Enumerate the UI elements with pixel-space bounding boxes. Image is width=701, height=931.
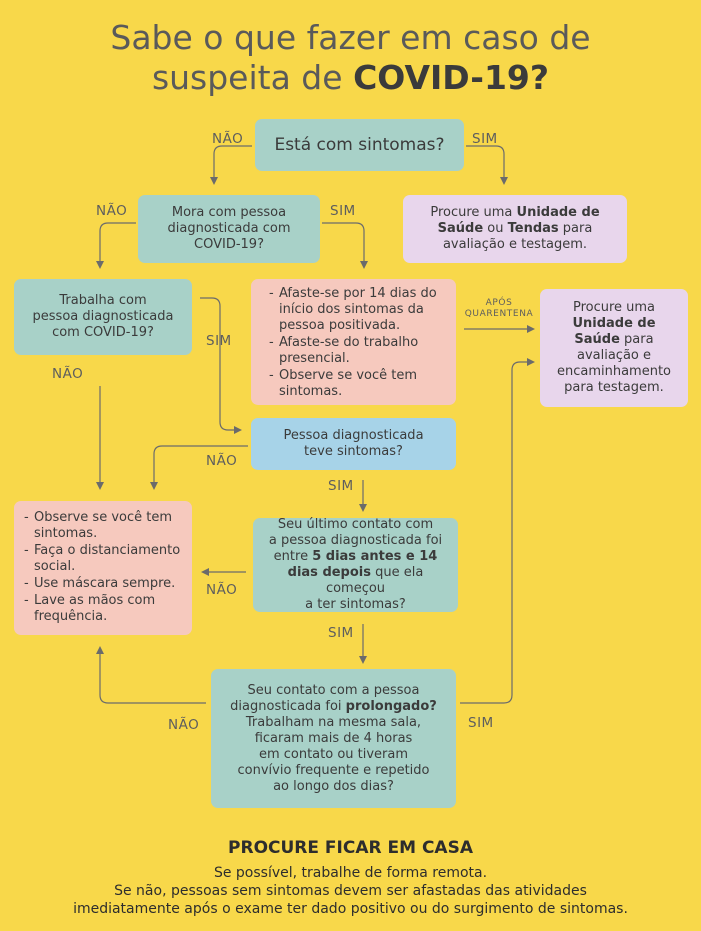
- isolation-item: Afaste-se por 14 dias do início dos sint…: [269, 286, 448, 334]
- question-prolonged-contact: Seu contato com a pessoa diagnosticada f…: [211, 669, 456, 808]
- footer-line-3: imediatamente após o exame ter dado posi…: [73, 901, 628, 917]
- label-no-q5: NÃO: [206, 582, 238, 598]
- label-yes-q4: SIM: [328, 478, 354, 494]
- care-item: Lave as mãos com frequência.: [24, 593, 184, 625]
- care-item: Observe se você tem sintomas.: [24, 510, 184, 542]
- footer-line-1: Se possível, trabalhe de forma remota.: [213, 865, 488, 881]
- label-no-q1: NÃO: [212, 131, 244, 147]
- label-no-q2: NÃO: [96, 203, 128, 219]
- label-yes-q6: SIM: [468, 715, 494, 731]
- question-contact-window: Seu último contato com a pessoa diagnost…: [253, 517, 458, 612]
- question-positive-had-symptoms: Pessoa diagnosticada teve sintomas?: [251, 418, 456, 470]
- question-has-symptoms-text: Está com sintomas?: [274, 135, 445, 155]
- advice-seek-health-unit-or-tents: Procure uma Unidade de Saúde ou Tendas p…: [403, 195, 627, 263]
- label-no-q4: NÃO: [206, 453, 238, 469]
- question-works-with-positive: Trabalha com pessoa diagnosticada com CO…: [14, 279, 192, 355]
- isolation-item: Observe se você tem sintomas.: [269, 368, 448, 400]
- label-after-quarantine: APÓS QUARENTENA: [464, 298, 534, 319]
- label-yes-q3: SIM: [206, 333, 232, 349]
- label-no-q3: NÃO: [52, 366, 84, 382]
- label-yes-q2: SIM: [330, 203, 356, 219]
- care-item: Use máscara sempre.: [24, 576, 184, 592]
- label-yes-q5: SIM: [328, 625, 354, 641]
- question-has-symptoms: Está com sintomas?: [255, 119, 464, 171]
- page-title-line1: Sabe o que fazer em caso de: [110, 18, 591, 57]
- label-no-q6: NÃO: [168, 717, 200, 733]
- footer-title: PROCURE FICAR EM CASA: [228, 838, 473, 858]
- label-yes-q1: SIM: [472, 131, 498, 147]
- isolation-item: Afaste-se do trabalho presencial.: [269, 335, 448, 367]
- care-item: Faça o distanciamento social.: [24, 543, 184, 575]
- page-title-line2: suspeita de COVID-19?: [151, 58, 550, 97]
- advice-seek-health-unit-testing: Procure uma Unidade de Saúde para avalia…: [540, 289, 688, 407]
- question-lives-with-positive: Mora com pessoa diagnosticada com COVID-…: [138, 195, 320, 263]
- advice-isolation-steps: Afaste-se por 14 dias do início dos sint…: [251, 279, 456, 405]
- footer-line-2: Se não, pessoas sem sintomas devem ser a…: [114, 883, 587, 899]
- advice-general-care: Observe se você tem sintomas. Faça o dis…: [14, 501, 192, 635]
